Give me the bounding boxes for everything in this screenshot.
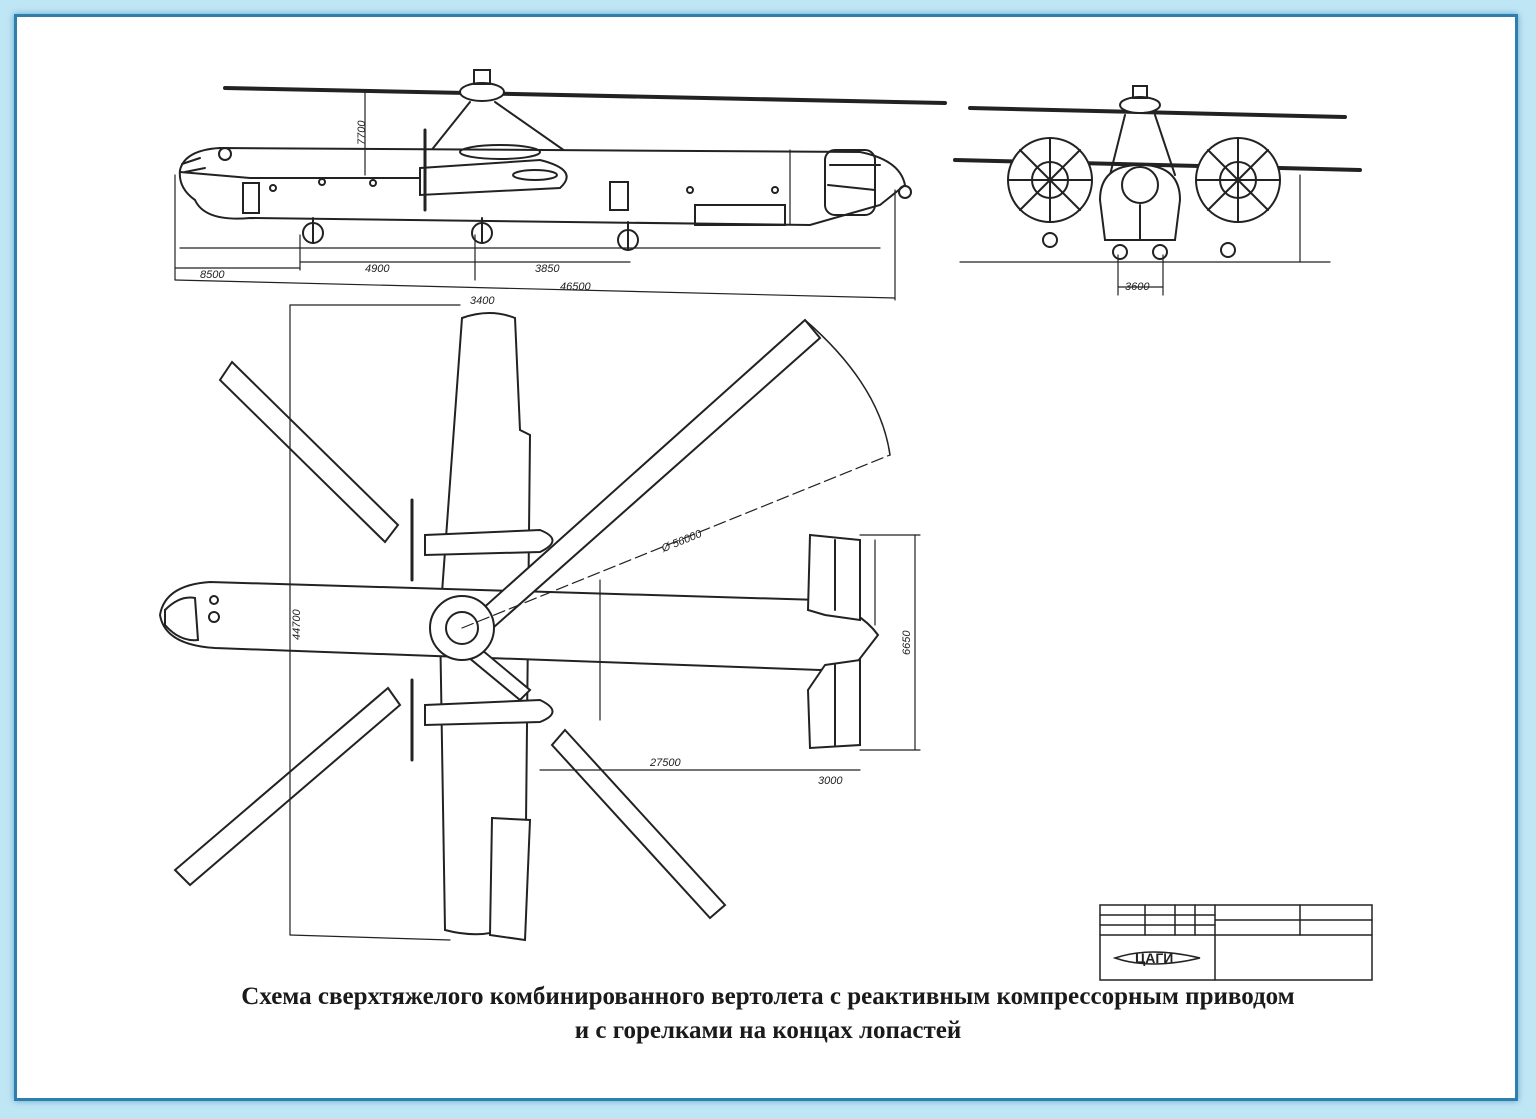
caption-line-2: и с горелками на концах лопастей <box>574 1017 962 1044</box>
dim-front-track: 3600 <box>1125 281 1150 293</box>
dim-rotor-diameter: Ø 56000 <box>659 528 704 556</box>
dim-wing-span: 44700 <box>291 609 303 640</box>
dim-stabilizer-offset: 27500 <box>649 757 681 769</box>
side-view <box>174 69 947 301</box>
figure-caption: Схема сверхтяжелого комбинированного вер… <box>0 980 1536 1048</box>
title-block-logo: ЦАГИ <box>1135 950 1173 966</box>
dim-landing-gear-base: 3850 <box>535 263 560 275</box>
dim-rotor-height: 7700 <box>356 120 368 145</box>
dim-stabilizer-chord: 3000 <box>818 775 843 787</box>
caption-line-1: Схема сверхтяжелого комбинированного вер… <box>241 983 1295 1010</box>
dim-wing-position: 4900 <box>365 263 390 275</box>
front-view <box>953 85 1362 296</box>
title-block <box>1099 904 1373 981</box>
dim-overall-length: 46500 <box>560 281 591 293</box>
top-view <box>158 304 921 942</box>
dim-stabilizer-span: 6650 <box>901 630 913 655</box>
dim-wing-chord-root: 3400 <box>470 295 495 307</box>
dim-nose-section: 8500 <box>200 269 225 281</box>
